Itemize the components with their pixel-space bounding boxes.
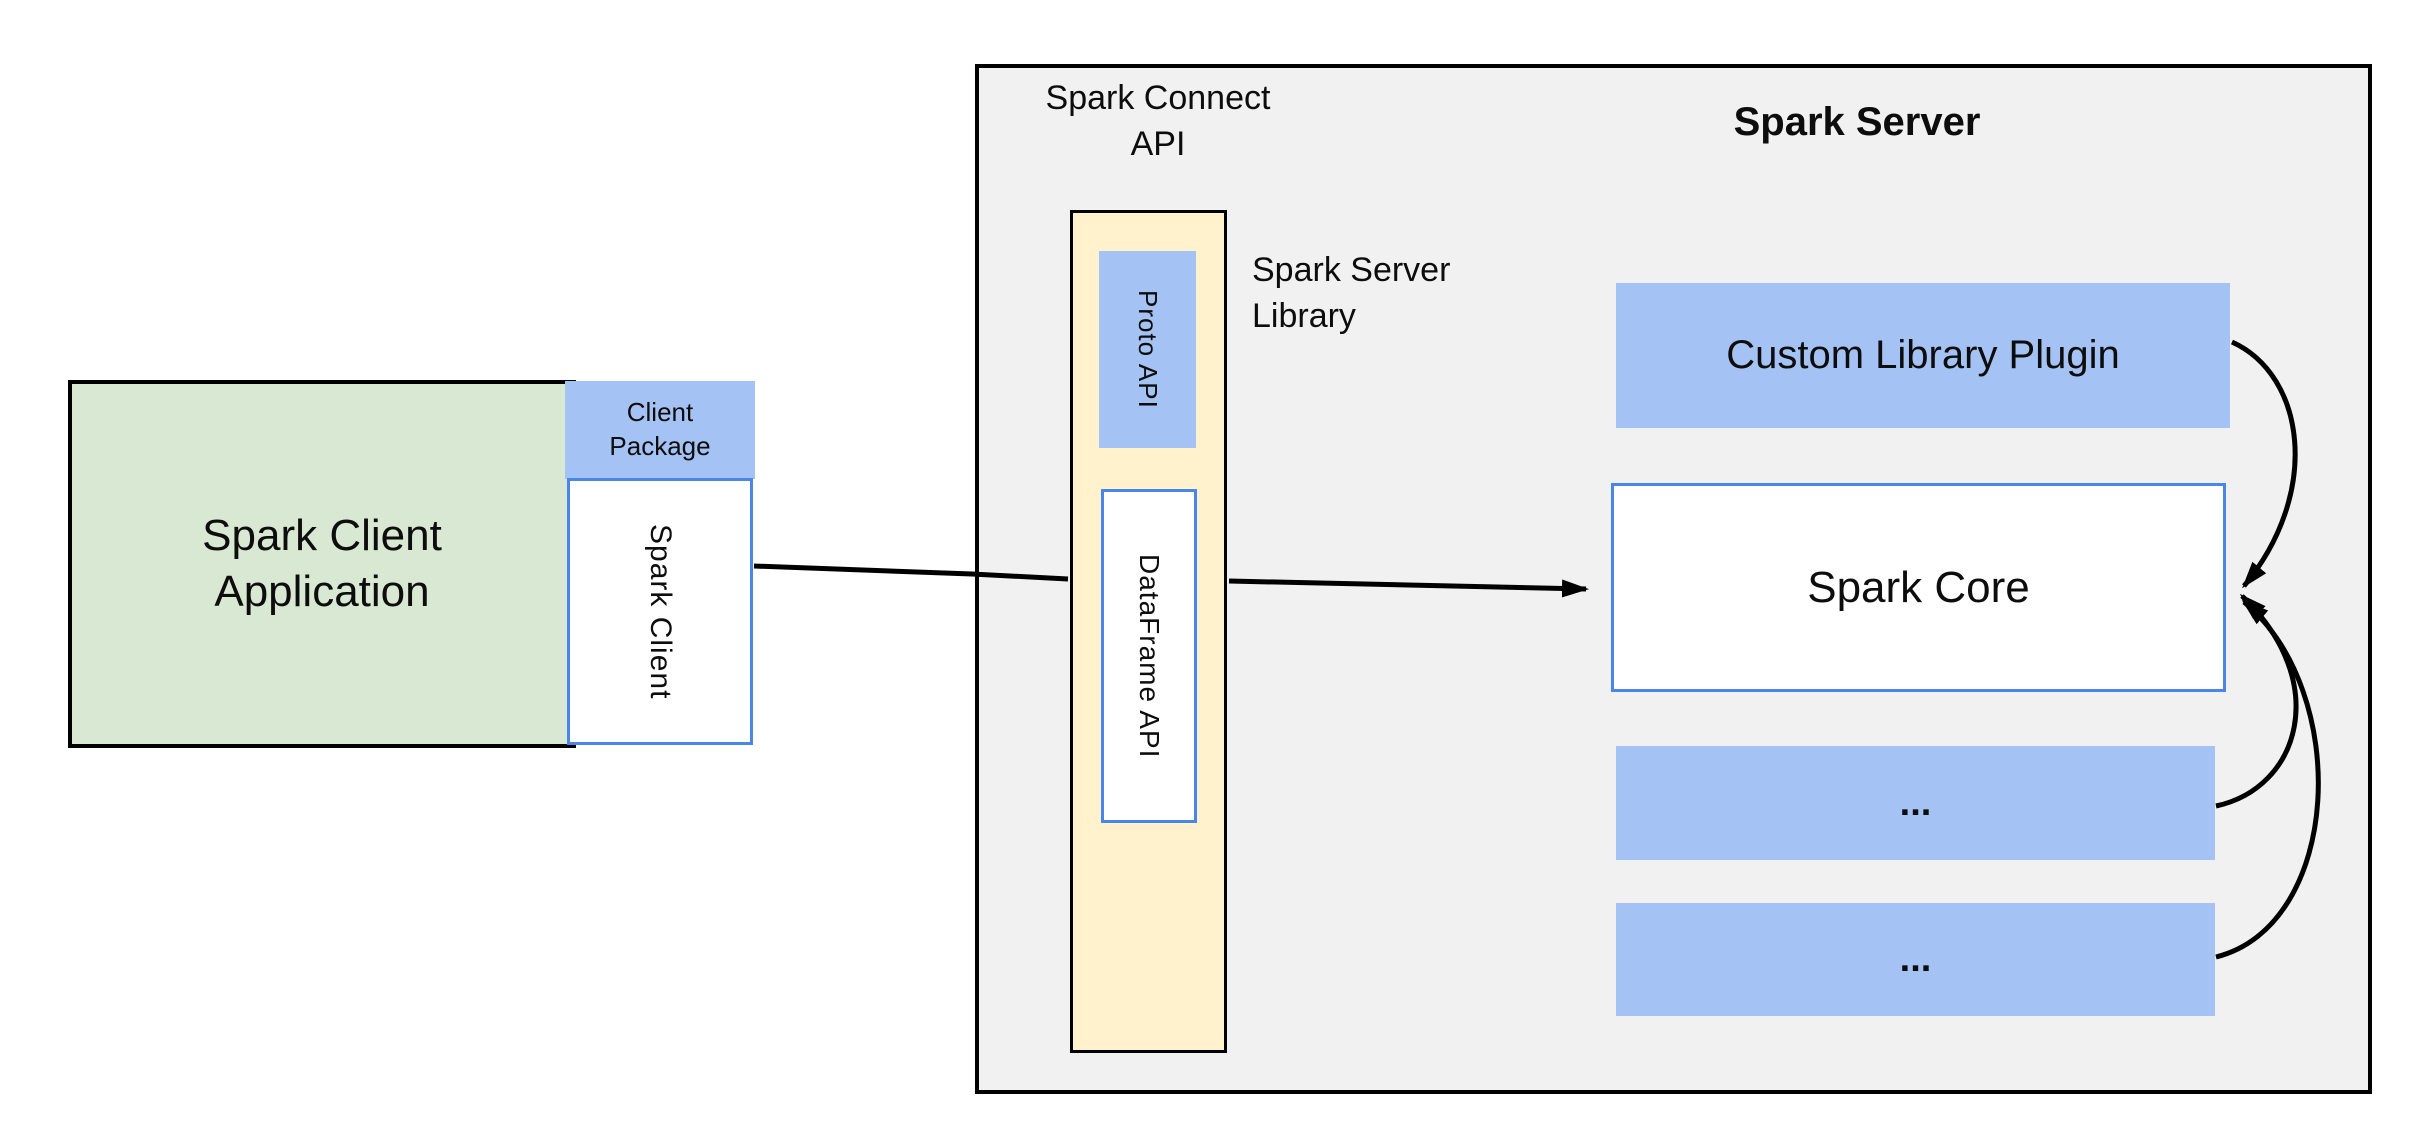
- spark-connect-api-label: Spark Connect API: [1045, 79, 1271, 163]
- proto-api-label: Proto API: [1133, 290, 1163, 409]
- client-package-box: Client Package: [565, 381, 755, 479]
- custom-library-plugin-box: Custom Library Plugin: [1616, 283, 2230, 428]
- spark-server-title: Spark Server: [1733, 100, 1981, 144]
- spark-client-application-box: Spark Client Application: [68, 380, 576, 748]
- server-module-box-1: ...: [1616, 746, 2215, 860]
- proto-api-box: Proto API: [1099, 251, 1196, 448]
- spark-client-box: Spark Client: [567, 478, 753, 745]
- spark-core-box: Spark Core: [1611, 483, 2226, 692]
- dataframe-api-box: DataFrame API: [1101, 489, 1197, 823]
- dataframe-api-label: DataFrame API: [1134, 553, 1165, 759]
- server-module-box-2: ...: [1616, 903, 2215, 1016]
- spark-server-library-label: Spark Server Library: [1252, 251, 1451, 335]
- spark-client-label: Spark Client: [644, 523, 677, 700]
